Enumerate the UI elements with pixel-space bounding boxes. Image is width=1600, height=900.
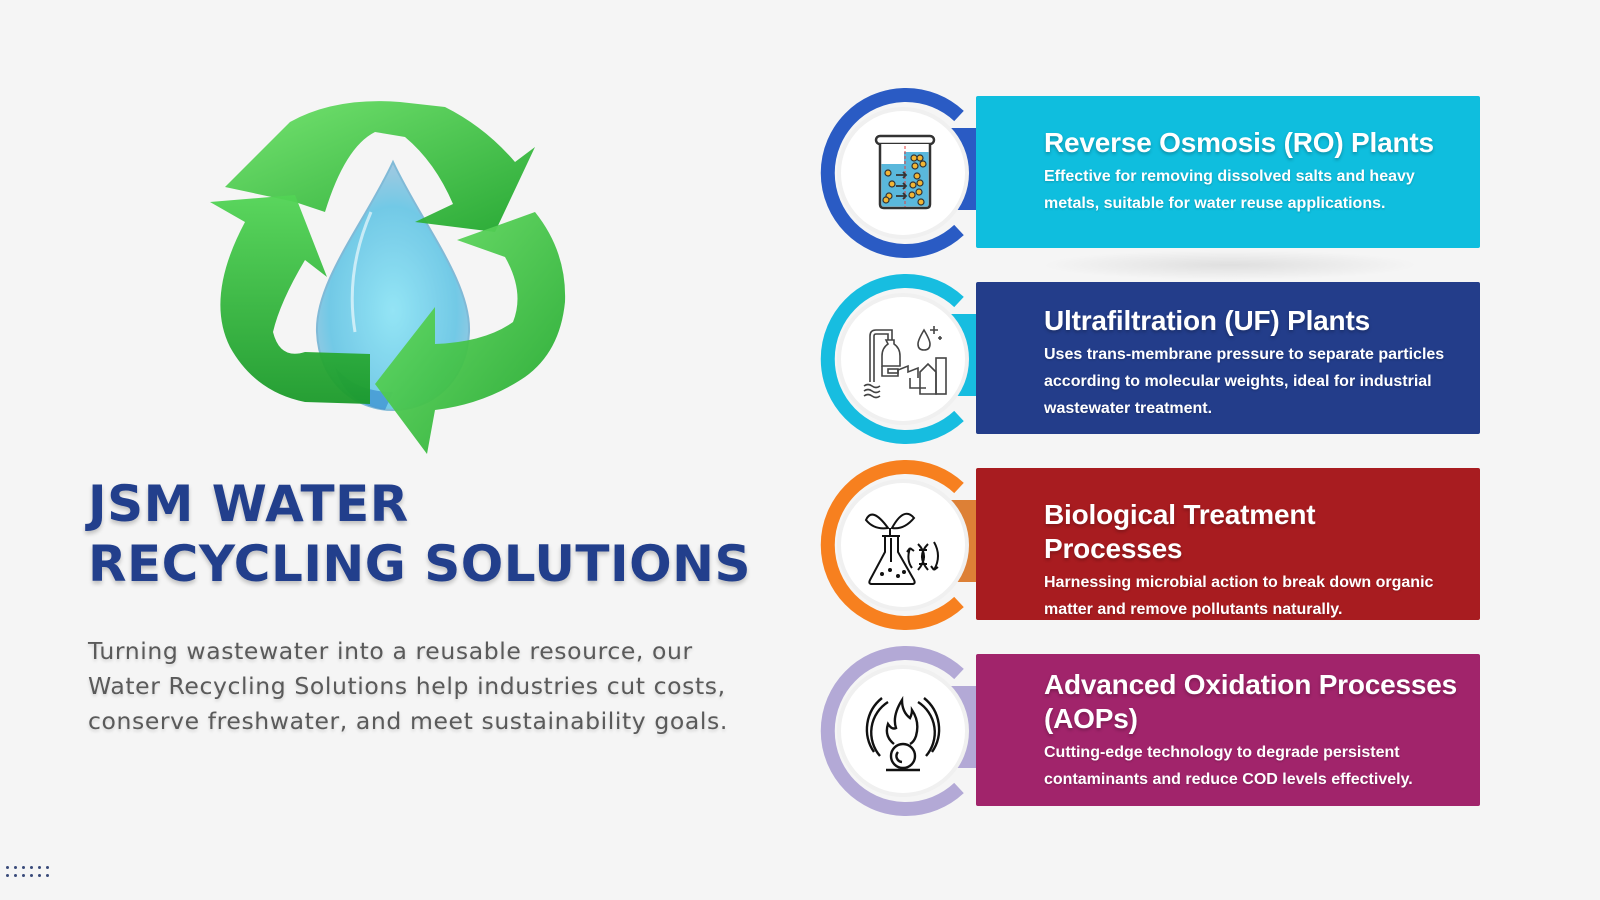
service-item-ro: Reverse Osmosis (RO) Plants Effective fo… xyxy=(818,86,1488,276)
ring-decoration xyxy=(820,274,964,444)
service-item-aop: Advanced Oxidation Processes (AOPs) Cutt… xyxy=(818,644,1488,834)
icon-circle xyxy=(841,297,965,421)
icon-circle xyxy=(841,483,965,607)
service-item-bio: Biological Treatment Processes Harnessin… xyxy=(818,458,1488,648)
service-description: Harnessing microbial action to break dow… xyxy=(1044,574,1434,618)
service-description: Uses trans-membrane pressure to separate… xyxy=(1044,346,1445,417)
title-line-1: JSM WATER xyxy=(88,475,409,533)
service-card: Advanced Oxidation Processes (AOPs) Cutt… xyxy=(976,654,1480,806)
service-card: Ultrafiltration (UF) Plants Uses trans-m… xyxy=(976,282,1480,434)
title-line-2: RECYCLING SOLUTIONS xyxy=(88,535,751,593)
service-title: Reverse Osmosis (RO) Plants xyxy=(1044,127,1434,158)
ring-decoration xyxy=(820,460,964,630)
ring-decoration xyxy=(820,646,964,816)
ring-decoration xyxy=(820,88,964,258)
card-shadow xyxy=(1040,250,1420,280)
service-item-uf: Ultrafiltration (UF) Plants Uses trans-m… xyxy=(818,272,1488,462)
page-title: JSM WATER RECYCLING SOLUTIONS xyxy=(88,474,751,594)
service-title: Biological Treatment Processes xyxy=(1044,499,1316,564)
service-title: Advanced Oxidation Processes (AOPs) xyxy=(1044,669,1458,734)
service-description: Effective for removing dissolved salts a… xyxy=(1044,168,1415,212)
hero-description: Turning wastewater into a reusable resou… xyxy=(88,637,728,735)
service-card: Biological Treatment Processes Harnessin… xyxy=(976,468,1480,620)
decorative-dots xyxy=(6,866,54,877)
flask-plant-dna-icon xyxy=(864,512,939,585)
flame-sphere-icon xyxy=(865,695,941,772)
industrial-plant-icon xyxy=(863,326,947,399)
service-description: Cutting-edge technology to degrade persi… xyxy=(1044,744,1413,788)
beaker-membrane-icon xyxy=(874,134,936,210)
icon-circle xyxy=(841,669,965,793)
recycle-water-drop-icon xyxy=(210,101,566,454)
service-card: Reverse Osmosis (RO) Plants Effective fo… xyxy=(976,96,1480,248)
service-title: Ultrafiltration (UF) Plants xyxy=(1044,305,1370,336)
